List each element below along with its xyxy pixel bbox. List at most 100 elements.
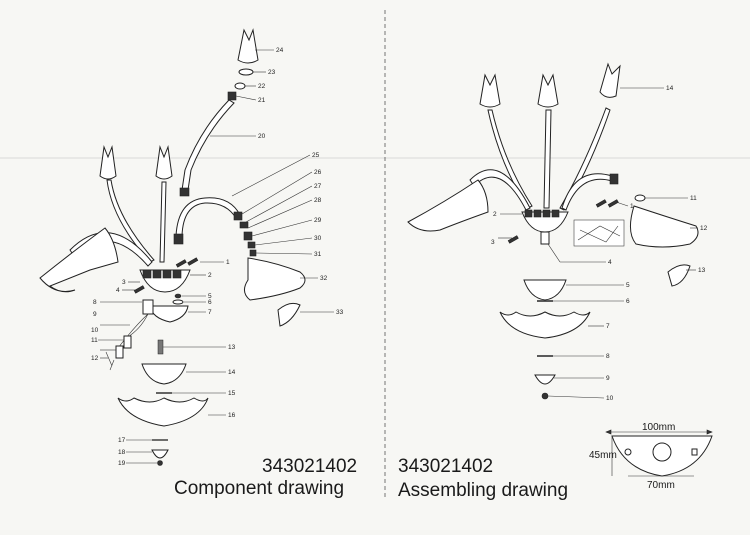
connector-8 <box>142 299 154 315</box>
label-15: 15 <box>228 390 236 397</box>
screw-4 <box>133 285 145 294</box>
label-1: 1 <box>226 259 230 266</box>
asm-socket-d <box>551 209 560 218</box>
label-30: 30 <box>314 235 322 242</box>
assembling-model-number: 343021402 <box>398 456 493 477</box>
label-20: 20 <box>258 133 266 140</box>
plate-7 <box>149 305 189 323</box>
asm-tulip-center <box>537 73 559 108</box>
top-width-label: 100mm <box>642 422 675 433</box>
cup-14 <box>141 363 187 385</box>
asm-screw-1b <box>607 199 619 208</box>
asm-arm-2 <box>543 109 552 209</box>
label-14: 14 <box>228 369 236 376</box>
label-19: 19 <box>118 460 126 467</box>
asm-shade-12 <box>630 205 699 248</box>
curved-tube-20 <box>181 99 235 191</box>
asm-canopy-7 <box>499 311 591 339</box>
asm-label-4: 4 <box>608 259 612 266</box>
wiring-inset-lines <box>577 225 621 243</box>
component-title: Component drawing <box>174 478 344 499</box>
label-11: 11 <box>91 337 98 344</box>
socket-b <box>152 269 162 279</box>
label-23: 23 <box>268 69 276 76</box>
socket-c <box>162 269 172 279</box>
asm-arm-side-right <box>561 173 613 211</box>
nut-5 <box>174 293 182 299</box>
asm-finial-10 <box>541 392 549 400</box>
label-26: 26 <box>314 169 322 176</box>
asm-cup-5 <box>523 279 567 301</box>
label-21: 21 <box>258 97 266 104</box>
asm-arm-end <box>609 173 619 185</box>
asm-arm-1 <box>487 109 533 209</box>
label-24: 24 <box>276 47 284 54</box>
asm-label-7: 7 <box>606 323 610 330</box>
asm-label-12: 12 <box>700 225 708 232</box>
asm-tulip-left <box>479 73 501 108</box>
mount-hole-left <box>624 448 632 456</box>
asm-label-8: 8 <box>606 353 610 360</box>
asm-label-6: 6 <box>626 298 630 305</box>
part-18 <box>151 449 169 459</box>
component-model-number: 343021402 <box>262 456 357 477</box>
rod-13 <box>157 339 164 355</box>
asm-label-14: 14 <box>666 85 674 92</box>
label-12: 12 <box>91 355 99 362</box>
label-13: 13 <box>228 344 236 351</box>
assembling-drawing: 1 2 3 4 5 6 7 8 9 10 11 12 13 14 100mm 4… <box>398 62 713 501</box>
assembling-title: Assembling drawing <box>398 480 568 501</box>
asm-shade-left <box>407 179 489 232</box>
asm-connector-4 <box>540 231 550 245</box>
component-drawing: 1 2 3 4 5 6 7 8 9 10 11 12 13 14 15 16 1… <box>39 28 357 499</box>
wires <box>117 313 149 349</box>
asm-screw-3 <box>507 235 519 244</box>
assembling-leaders <box>498 87 698 399</box>
screw-1a <box>187 257 199 266</box>
center-hole <box>652 442 672 462</box>
part-28 <box>239 221 249 229</box>
label-4: 4 <box>116 287 120 294</box>
asm-label-1: 1 <box>630 203 634 210</box>
asm-label-13: 13 <box>698 267 706 274</box>
label-31: 31 <box>314 251 322 258</box>
label-18: 18 <box>118 449 126 456</box>
arm-center <box>159 181 167 263</box>
label-17: 17 <box>118 437 126 444</box>
arm-right <box>175 197 241 237</box>
arm-right-end <box>173 233 184 245</box>
asm-arm-3 <box>559 107 611 211</box>
asm-label-11: 11 <box>690 195 697 202</box>
part-29 <box>243 231 253 241</box>
asm-screw-1a <box>595 199 607 208</box>
asm-tulip-right-14 <box>599 62 621 98</box>
tulip-shade-left <box>99 145 117 180</box>
asm-socket-b <box>533 209 542 218</box>
label-32: 32 <box>320 275 328 282</box>
finial-19 <box>157 460 163 466</box>
label-25: 25 <box>312 152 320 159</box>
asm-label-10: 10 <box>606 395 614 402</box>
asm-socket-c <box>542 209 551 218</box>
asm-label-9: 9 <box>606 375 610 382</box>
assembling-part-numbers: 1 2 3 4 5 6 7 8 9 10 11 12 13 14 <box>491 85 708 402</box>
socket-a <box>142 269 152 279</box>
component-leaders <box>98 49 334 464</box>
part-30 <box>247 241 256 249</box>
asm-part-9 <box>534 374 556 385</box>
tube-end <box>179 187 190 197</box>
asm-leaf-13 <box>667 264 691 287</box>
canopy-16 <box>117 397 209 427</box>
mount-hole-right <box>691 448 698 456</box>
asm-ring-11 <box>634 194 646 202</box>
arm-left <box>106 179 155 263</box>
connector-11 <box>115 345 124 359</box>
socket-d <box>172 269 182 279</box>
label-6: 6 <box>208 299 212 306</box>
label-7: 7 <box>208 309 212 316</box>
label-28: 28 <box>314 197 322 204</box>
wire-ends-12 <box>105 351 115 371</box>
dimension-detail: 100mm 45mm 70mm <box>589 422 713 491</box>
